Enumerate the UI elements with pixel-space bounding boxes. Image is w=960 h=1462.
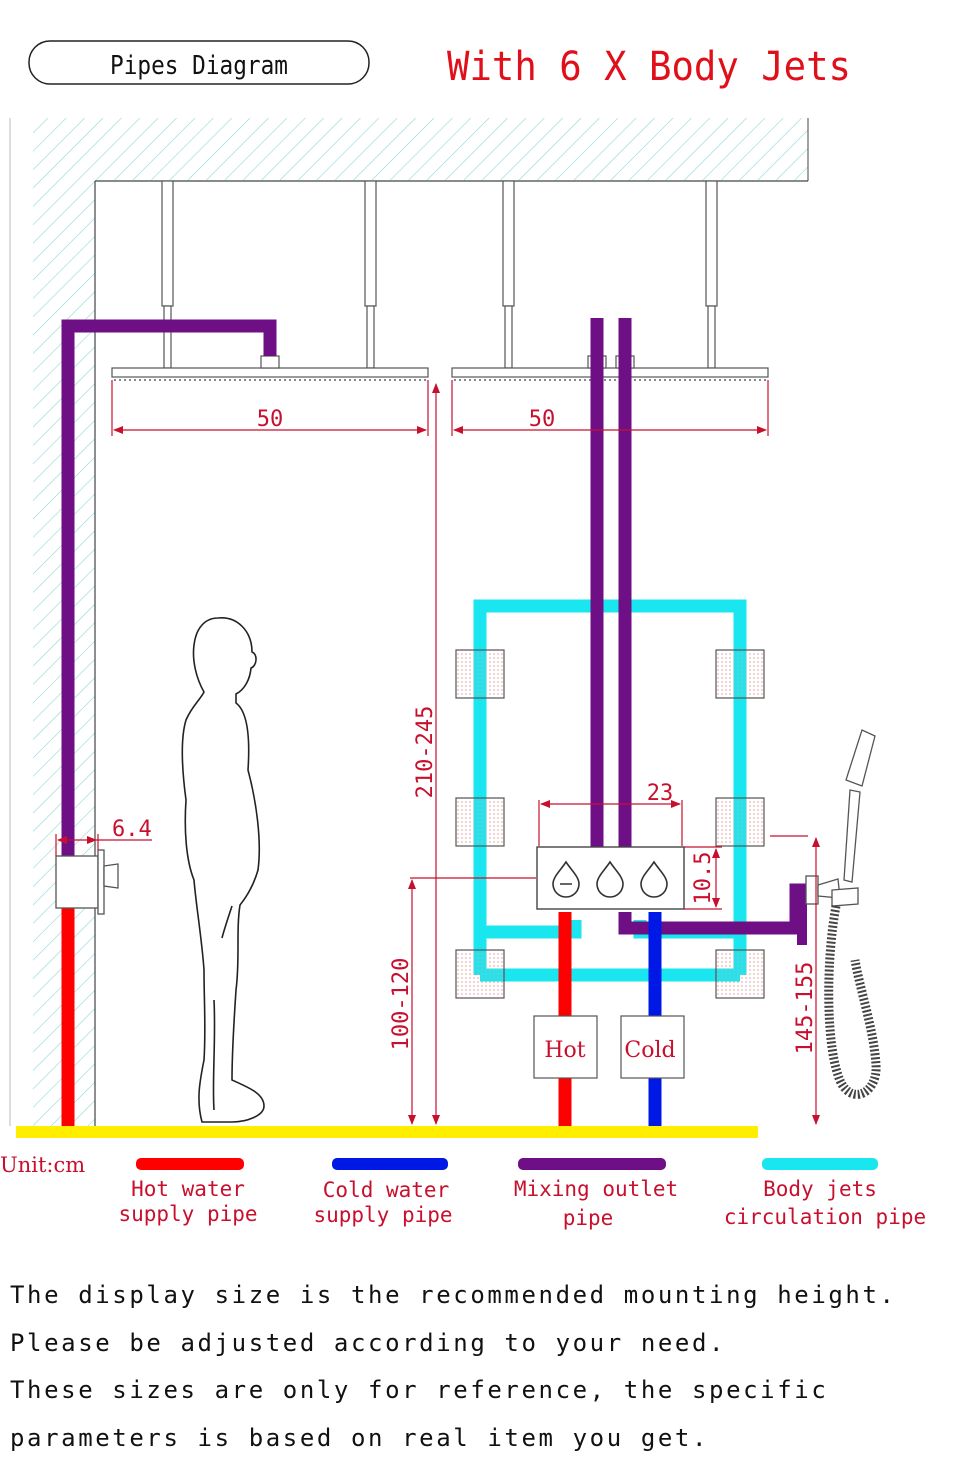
body-jet-icon — [456, 798, 504, 846]
legend-mixing-line2: pipe — [563, 1206, 614, 1230]
rain-shower-head-right — [452, 356, 768, 380]
heading-text: With 6 X Body Jets — [447, 44, 851, 90]
body-jet-icon — [456, 950, 504, 998]
dim-valve-height: 10.5 — [691, 852, 716, 905]
dim-handheld-height: 145-155 — [793, 962, 818, 1055]
body-jet-icon — [716, 950, 764, 998]
body-jet-icon — [456, 650, 504, 698]
legend-swatch-mixing — [518, 1158, 666, 1170]
dim-valve-width: 23 — [647, 781, 674, 806]
note-line: Please be adjusted according to your nee… — [10, 1320, 955, 1368]
mixing-outlet-pipe — [68, 318, 808, 1126]
floor-line — [16, 1126, 758, 1138]
dim-rain-left-width: 50 — [257, 407, 284, 432]
valve-panel — [537, 847, 684, 909]
ceiling-rods — [162, 181, 717, 368]
dim-valve-mount-height: 100-120 — [389, 958, 414, 1051]
note-line: parameters is based on real item you get… — [10, 1415, 955, 1462]
body-jets — [456, 650, 764, 998]
legend-cold-line2: supply pipe — [313, 1203, 452, 1227]
title-text: Pipes Diagram — [110, 51, 288, 81]
legend-swatch-cold — [332, 1158, 448, 1170]
note-line: These sizes are only for reference, the … — [10, 1367, 955, 1415]
unit-label: Unit:cm — [0, 1153, 85, 1177]
legend-swatch-body-jets — [762, 1158, 878, 1170]
legend-body-jets-line2: circulation pipe — [724, 1205, 926, 1229]
rain-shower-head-left — [112, 356, 428, 380]
body-jet-circulation-pipe — [480, 606, 740, 975]
person-silhouette — [182, 618, 264, 1122]
dim-rain-height: 210-245 — [413, 706, 438, 799]
note-line: The display size is the recommended moun… — [10, 1272, 955, 1320]
legend-cold-line1: Cold water — [323, 1178, 449, 1202]
hot-label: Hot — [544, 1038, 585, 1063]
body-jet-icon — [716, 650, 764, 698]
legend-hot-line2: supply pipe — [118, 1202, 257, 1226]
legend-swatch-hot — [136, 1158, 244, 1170]
notes: The display size is the recommended moun… — [10, 1272, 955, 1462]
body-jet-icon — [716, 798, 764, 846]
cold-label: Cold — [624, 1038, 675, 1063]
dim-rain-right-width: 50 — [529, 407, 556, 432]
legend-body-jets-line1: Body jets — [763, 1177, 877, 1201]
wall-diverter — [56, 850, 118, 914]
legend-hot-line1: Hot water — [131, 1177, 245, 1201]
dim-diverter-offset: 6.4 — [112, 817, 152, 842]
valve-knob-icon — [553, 862, 667, 897]
legend: Unit:cm Hot water supply pipe Cold water… — [0, 1153, 926, 1230]
legend-mixing-line1: Mixing outlet — [514, 1177, 678, 1201]
